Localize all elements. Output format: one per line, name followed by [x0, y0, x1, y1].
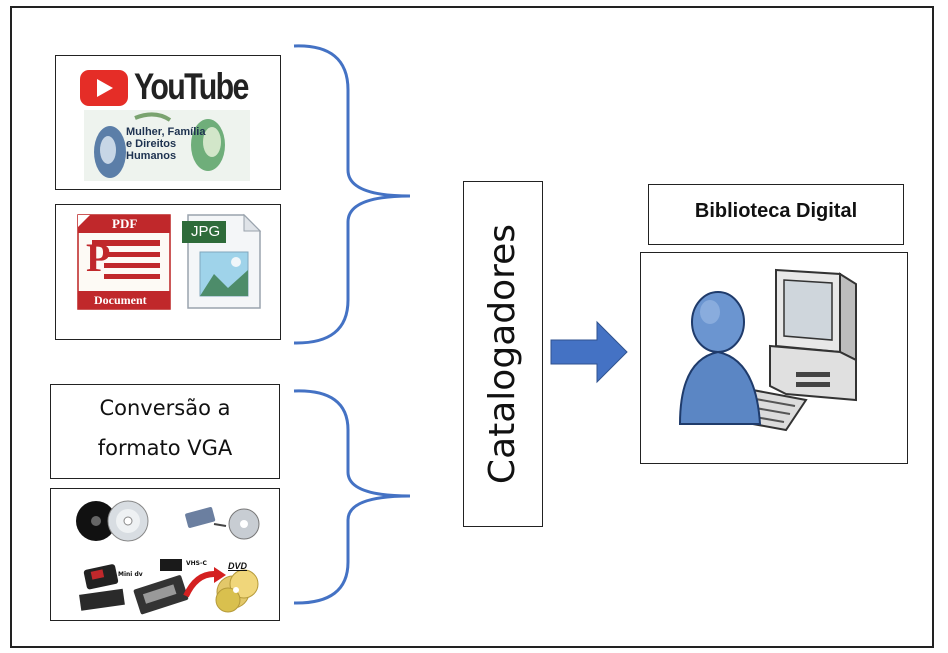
vhs-c-label: VHS-C	[186, 560, 207, 567]
conversion-box	[50, 384, 280, 479]
conversion-text-line2: formato VGA	[97, 436, 233, 460]
catalogers-label: Catalogadores	[482, 223, 523, 485]
catalogers-box	[463, 181, 543, 527]
ministry-logo-text: Mulher, Família e Direitos Humanos	[126, 126, 206, 162]
mini-dv-label: Mini dv	[118, 571, 143, 578]
dvd-label: DVD	[228, 561, 248, 571]
library-title-box	[648, 184, 904, 245]
library-title: Biblioteca Digital	[694, 200, 858, 222]
pdf-caption: Document	[94, 293, 147, 307]
pdf-label: PDF	[112, 216, 138, 231]
youtube-logo-text: YouTube	[134, 66, 249, 107]
conversion-text-line1: Conversão a	[99, 396, 231, 420]
jpg-label: JPG	[191, 223, 221, 240]
physical-media-box	[50, 488, 280, 621]
pdf-big-letter: P	[86, 235, 111, 280]
library-image-box	[640, 252, 908, 464]
